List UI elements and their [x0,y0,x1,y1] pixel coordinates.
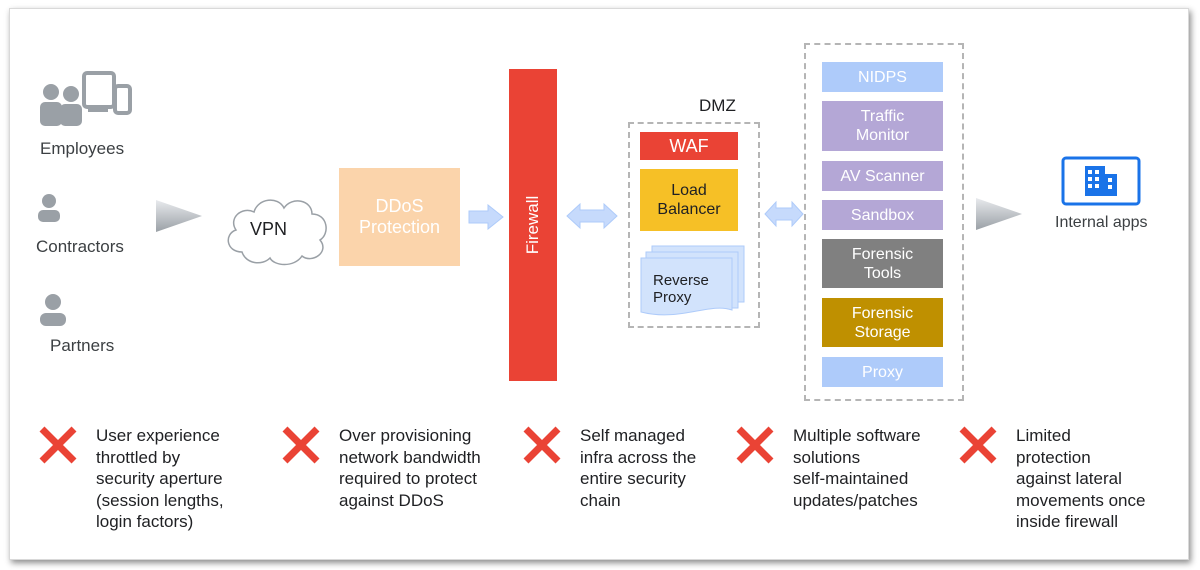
reverse-proxy-stack-icon [640,245,745,316]
employees-icon [40,71,132,126]
vpn-cloud-icon [227,199,327,266]
nidps-box: NIDPS [822,62,943,92]
drawback-text: Multiple software solutions self-maintai… [793,426,921,510]
red-x-icon [736,426,774,464]
sandbox-box: Sandbox [822,200,943,230]
red-x-icon [523,426,561,464]
dmz-security-double-arrow-icon [764,200,804,228]
red-x-icon [282,426,320,464]
drawback-text: Over provisioning network bandwidth requ… [339,426,481,510]
internal-apps-label: Internal apps [1055,214,1148,231]
diagram-frame [9,8,1189,560]
drawback-item: User experience throttled by security ap… [38,425,224,533]
drawback-item: Self managed infra across the entire sec… [522,425,696,511]
ddos-to-firewall-arrow-icon [468,204,504,230]
drawback-text: Limited protection against lateral movem… [1016,426,1146,531]
ddos-protection-box: DDoS Protection [339,168,460,266]
firewall-label: Firewall [523,195,542,255]
partner-icon [40,294,66,326]
proxy-box: Proxy [822,357,943,387]
waf-box: WAF [640,132,738,160]
partners-label: Partners [50,336,115,355]
reverse-proxy-label: Reverse Proxy [653,272,709,306]
users-to-vpn-arrow-icon [156,200,202,232]
traffic-monitor-box: Traffic Monitor [822,101,943,151]
drawback-item: Limited protection against lateral movem… [958,425,1145,533]
security-to-apps-arrow-icon [976,198,1022,230]
av-scanner-box: AV Scanner [822,161,943,191]
drawback-text: Self managed infra across the entire sec… [580,426,697,510]
dmz-container [628,122,760,328]
forensic-tools-box: Forensic Tools [822,239,943,288]
drawback-item: Multiple software solutions self-maintai… [735,425,921,511]
drawback-item: Over provisioning network bandwidth requ… [281,425,481,511]
red-x-icon [959,426,997,464]
load-balancer-box: Load Balancer [640,169,738,231]
contractor-icon [38,194,60,222]
firewall-bar: Firewall [509,69,557,381]
employees-label: Employees [40,139,125,158]
dmz-title: DMZ [699,96,736,115]
security-stack-container [804,43,964,401]
contractors-label: Contractors [36,237,124,256]
drawback-text: User experience throttled by security ap… [96,426,224,531]
red-x-icon [39,426,77,464]
internal-apps-building-icon [1061,156,1141,206]
vpn-label: VPN [250,219,288,239]
forensic-storage-box: Forensic Storage [822,298,943,347]
firewall-dmz-double-arrow-icon [566,202,618,230]
